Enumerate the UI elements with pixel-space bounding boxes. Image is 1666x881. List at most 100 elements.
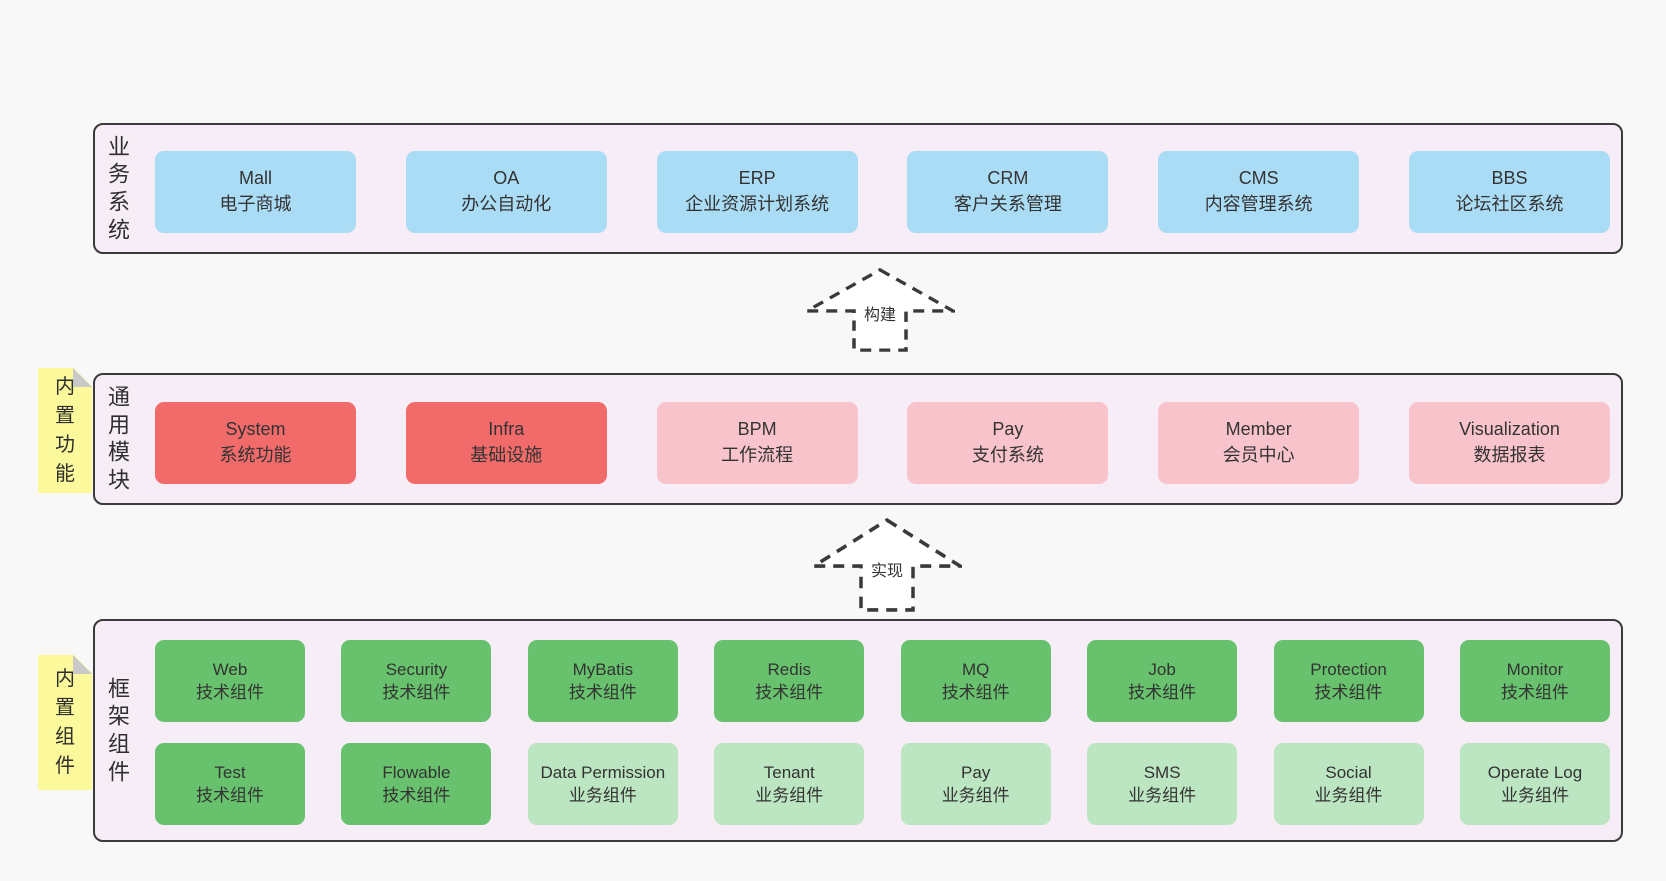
box-desc: 技术组件 [1314, 683, 1383, 702]
arrow-implement-label: 实现 [867, 557, 907, 581]
box-bbs: BBS 论坛社区系统 [1408, 151, 1610, 233]
arrow-implement: 实现 [812, 518, 962, 612]
box-name: Member [1225, 419, 1292, 440]
sticky-note-builtin-components: 内置组件 [38, 655, 92, 790]
box-desc: 电子商城 [219, 194, 292, 214]
box-name: Web [212, 659, 248, 679]
box-desc: 技术组件 [382, 786, 451, 805]
box-name: MQ [961, 659, 990, 679]
box-redis: Redis 技术组件 [714, 640, 865, 722]
box-desc: 技术组件 [196, 786, 264, 805]
business-systems-row: Mall 电子商城 OA 办公自动化 ERP 企业资源计划系统 CRM 客户关系… [155, 151, 1610, 233]
box-flowable: Flowable 技术组件 [341, 743, 492, 825]
box-data-permission: Data Permission 业务组件 [527, 743, 678, 825]
box-name: MyBatis [572, 659, 634, 679]
box-sms: SMS 业务组件 [1087, 743, 1238, 825]
box-desc: 技术组件 [1128, 683, 1197, 702]
box-desc: 基础设施 [470, 445, 543, 465]
box-desc: 业务组件 [941, 786, 1010, 805]
box-pay-module: Pay 支付系统 [907, 402, 1109, 484]
box-name: Infra [488, 419, 525, 440]
arrow-build-label: 构建 [860, 301, 900, 325]
box-desc: 内容管理系统 [1204, 194, 1313, 214]
box-name: Pay [961, 762, 991, 782]
box-security: Security 技术组件 [341, 640, 492, 722]
band-business-systems: 业务系统 Mall 电子商城 OA 办公自动化 ERP 企业资源计划系统 CRM… [93, 123, 1623, 254]
box-desc: 业务组件 [1500, 786, 1569, 805]
box-pay-component: Pay 业务组件 [900, 743, 1051, 825]
box-name: CRM [987, 168, 1029, 189]
box-name: Job [1148, 659, 1176, 679]
box-desc: 支付系统 [971, 445, 1044, 465]
box-name: Pay [992, 419, 1024, 440]
box-oa: OA 办公自动化 [405, 151, 607, 233]
box-name: Operate Log [1487, 762, 1583, 782]
box-test: Test 技术组件 [155, 743, 305, 825]
box-desc: 办公自动化 [461, 194, 552, 214]
arrow-build: 构建 [805, 268, 955, 352]
box-erp: ERP 企业资源计划系统 [656, 151, 858, 233]
band-common-modules: 通用模块 System 系统功能 Infra 基础设施 BPM 工作流程 Pay… [93, 373, 1623, 505]
sticky-note-builtin-features: 内置功能 [38, 368, 92, 493]
box-mybatis: MyBatis 技术组件 [527, 640, 678, 722]
box-desc: 论坛社区系统 [1455, 194, 1564, 214]
box-desc: 业务组件 [1314, 786, 1383, 805]
box-operate-log: Operate Log 业务组件 [1459, 743, 1610, 825]
box-name: Monitor [1506, 659, 1564, 679]
box-desc: 客户关系管理 [953, 194, 1062, 214]
box-social: Social 业务组件 [1273, 743, 1424, 825]
box-name: SMS [1143, 762, 1181, 782]
box-name: Security [385, 659, 448, 679]
box-name: Flowable [382, 762, 451, 782]
band-title-framework-components: 框架组件 [107, 676, 130, 785]
box-desc: 系统功能 [219, 445, 292, 465]
box-name: Redis [767, 659, 811, 679]
box-monitor: Monitor 技术组件 [1459, 640, 1610, 722]
box-desc: 技术组件 [196, 683, 264, 702]
box-desc: 工作流程 [721, 445, 794, 465]
box-web: Web 技术组件 [155, 640, 305, 722]
band-title-business-systems: 业务系统 [107, 134, 130, 243]
box-name: BPM [737, 419, 777, 440]
box-name: ERP [738, 168, 776, 189]
box-bpm: BPM 工作流程 [656, 402, 858, 484]
box-desc: 技术组件 [568, 683, 637, 702]
box-member: Member 会员中心 [1158, 402, 1360, 484]
box-visualization: Visualization 数据报表 [1408, 402, 1610, 484]
box-name: Tenant [763, 762, 815, 782]
framework-components-row-1: Web 技术组件 Security 技术组件 MyBatis 技术组件 Redi… [155, 640, 1610, 722]
box-cms: CMS 内容管理系统 [1158, 151, 1360, 233]
box-tenant: Tenant 业务组件 [714, 743, 865, 825]
band-framework-components: 框架组件 Web 技术组件 Security 技术组件 MyBatis 技术组件… [93, 619, 1623, 842]
box-name: OA [493, 168, 520, 189]
box-desc: 业务组件 [755, 786, 824, 805]
box-desc: 会员中心 [1222, 445, 1295, 465]
box-desc: 企业资源计划系统 [685, 194, 830, 214]
box-name: CMS [1238, 168, 1279, 189]
box-desc: 技术组件 [382, 683, 451, 702]
band-title-common-modules: 通用模块 [107, 384, 130, 493]
box-name: BBS [1491, 168, 1528, 189]
box-mq: MQ 技术组件 [900, 640, 1051, 722]
box-desc: 业务组件 [1128, 786, 1197, 805]
sticky-note-label: 内置组件 [55, 667, 75, 777]
box-name: Visualization [1459, 419, 1560, 440]
box-name: Social [1325, 762, 1372, 782]
box-name: Protection [1310, 659, 1387, 679]
common-modules-row: System 系统功能 Infra 基础设施 BPM 工作流程 Pay 支付系统… [155, 402, 1610, 484]
box-name: System [225, 419, 286, 440]
box-crm: CRM 客户关系管理 [907, 151, 1109, 233]
framework-components-row-2: Test 技术组件 Flowable 技术组件 Data Permission … [155, 743, 1610, 825]
box-name: Data Permission [540, 762, 666, 782]
box-desc: 业务组件 [568, 786, 637, 805]
box-name: Mall [238, 168, 272, 189]
box-name: Test [214, 762, 246, 782]
sticky-note-label: 内置功能 [55, 375, 75, 485]
box-system: System 系统功能 [155, 402, 356, 484]
box-mall: Mall 电子商城 [155, 151, 356, 233]
box-job: Job 技术组件 [1087, 640, 1238, 722]
box-infra: Infra 基础设施 [405, 402, 607, 484]
box-desc: 技术组件 [1500, 683, 1569, 702]
box-protection: Protection 技术组件 [1273, 640, 1424, 722]
